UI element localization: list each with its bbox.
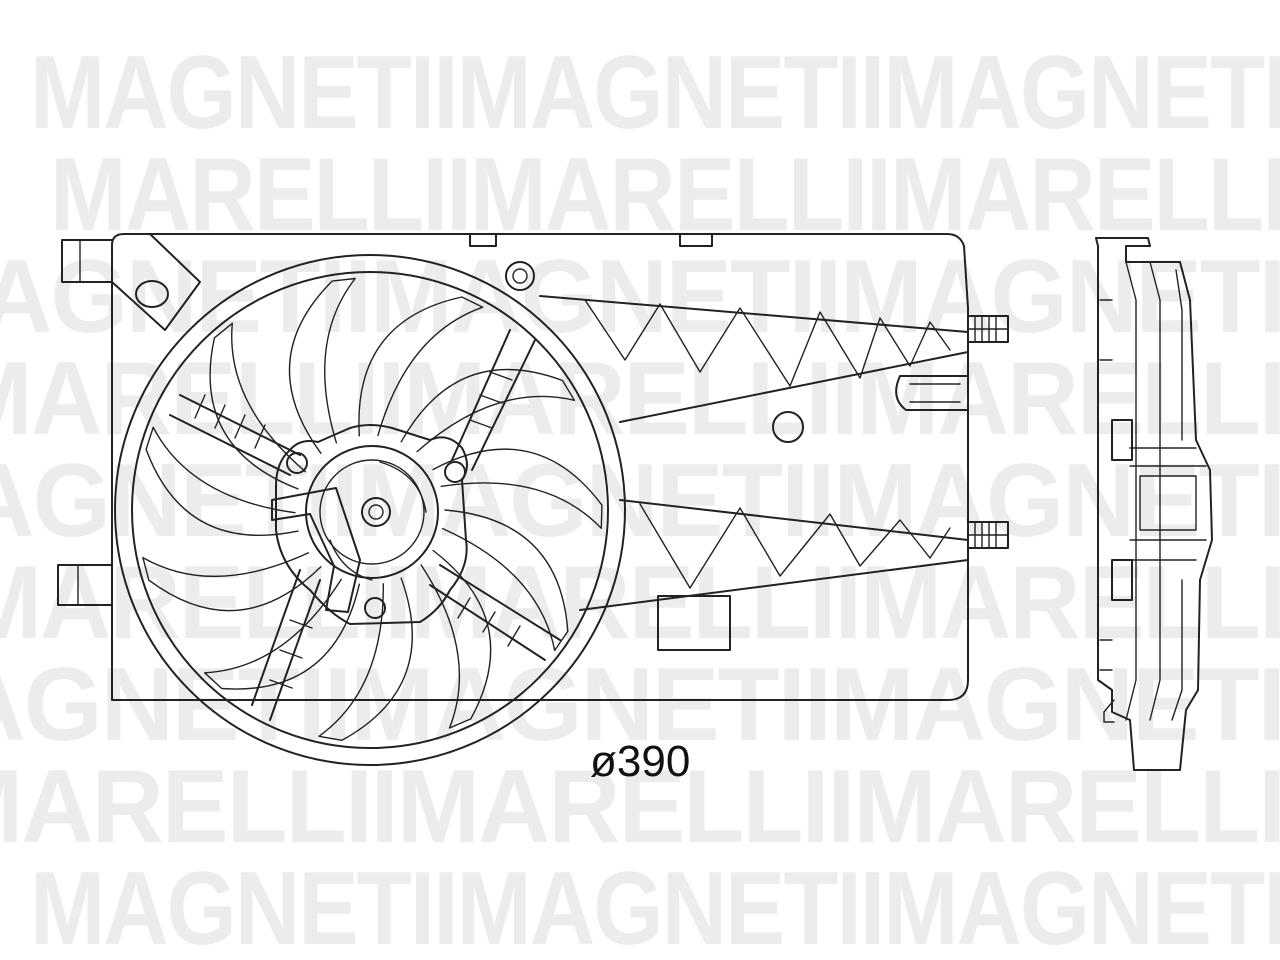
upper-truss [539, 295, 969, 423]
watermark-row: MARELLIIMARELLIIMARELLII [0, 749, 1280, 865]
fan-assembly-front-view: ø390 [57, 233, 1009, 786]
watermark-row: MAGNETIIMAGNETIIMAGNETII [0, 239, 1280, 355]
fan-assembly-side-view [1095, 237, 1213, 771]
fan-blade [209, 322, 307, 490]
connector-lower-right [967, 521, 1009, 549]
connector-upper-right [967, 315, 1009, 343]
watermark-row: MAGNETIIMAGNETIIMAGNETII [0, 647, 1280, 763]
fan-blade [288, 277, 356, 454]
watermark-row: MAGNETIIMAGNETIIMAGNETII [0, 443, 1280, 559]
fan-ring-inner [131, 271, 609, 749]
motor-housing [271, 424, 468, 625]
fan-blade [142, 552, 322, 612]
fan-blades [142, 277, 603, 741]
shroud-outline [111, 233, 969, 701]
watermark-row: MAGNETIIMAGNETIIMAGNETII [30, 35, 1280, 151]
watermark-row: MAGNETIIMAGNETIIMAGNETII [30, 851, 1280, 960]
fan-blade [358, 296, 484, 437]
fan-blade [442, 509, 569, 652]
motor-support-arms [169, 329, 561, 721]
diameter-dimension-label: ø390 [590, 737, 690, 786]
fan-blade [432, 448, 603, 529]
fan-blade [318, 577, 413, 741]
fan-blade [420, 549, 492, 729]
fan-blade [204, 578, 360, 690]
fan-ring-outer [114, 254, 626, 766]
fan-blade [400, 368, 576, 453]
watermark-row: MARELLIIMARELLIIMARELLII [0, 341, 1280, 457]
mount-tab-bottom-left [57, 564, 113, 606]
fan-blade [145, 426, 299, 536]
watermark-row: MARELLIIMARELLIIMARELLII [50, 137, 1280, 253]
brand-watermark: MAGNETIIMAGNETIIMAGNETIIMARELLIIMARELLII… [0, 35, 1280, 960]
mount-tab-top-left [61, 239, 113, 283]
